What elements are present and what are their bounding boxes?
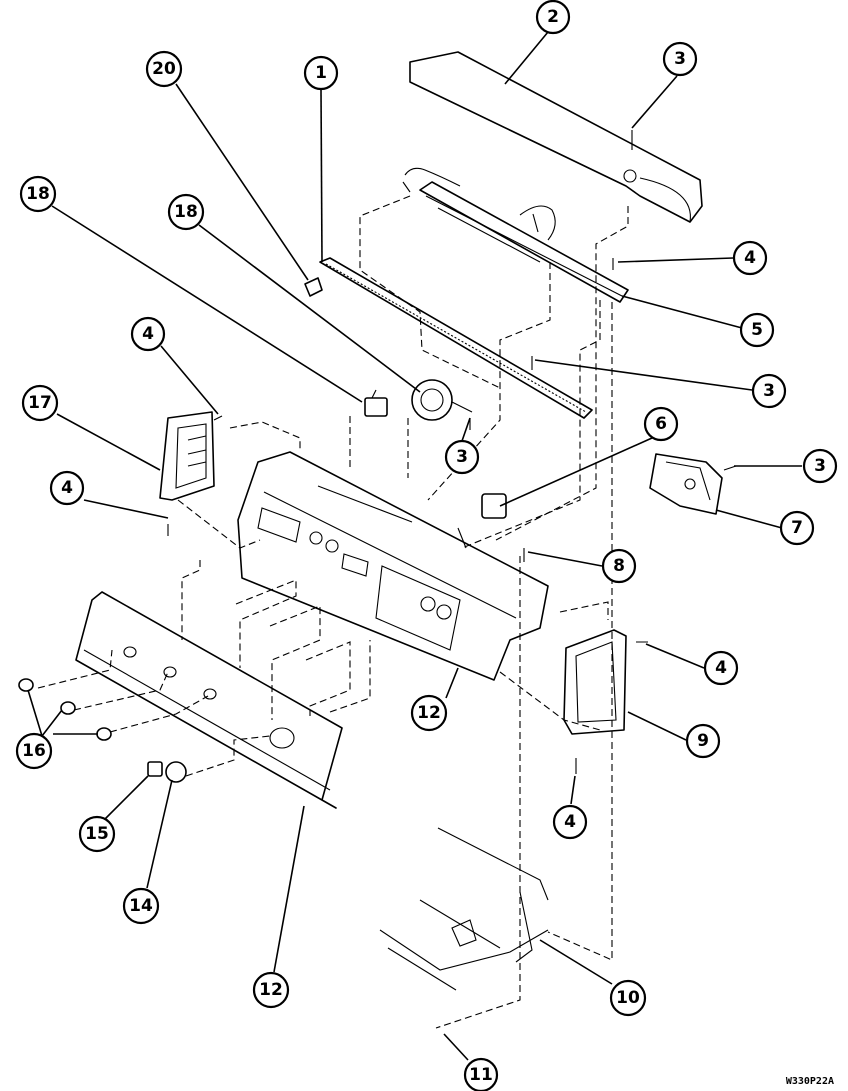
lamp-assembly [402,167,629,303]
callout-7: 7 [779,510,815,546]
callout-6: 6 [643,406,679,442]
callout-15-label: 15 [85,824,109,844]
callout-11: 11 [463,1057,499,1091]
callout-12-front-label: 12 [259,980,283,1000]
callout-1: 1 [303,55,339,91]
left-end-cap [159,411,215,501]
callout-9-label: 9 [697,731,709,751]
callout-18-right-label: 18 [174,202,198,222]
knobs [18,678,187,783]
callout-18-right: 18 [167,193,205,231]
selector-switch [457,493,507,549]
callout-10: 10 [609,979,647,1017]
callout-4-upper-left-label: 4 [142,324,154,344]
callout-12-front: 12 [252,971,290,1009]
callout-14-label: 14 [129,896,153,916]
callout-5: 5 [739,312,775,348]
callout-20: 20 [145,50,183,88]
callout-4-bottom: 4 [552,804,588,840]
callout-3-timer: 3 [802,448,838,484]
callout-1-label: 1 [315,63,327,83]
callout-4-label: 4 [744,248,756,268]
callout-11-label: 11 [469,1065,493,1085]
callout-16-label: 16 [22,741,46,761]
lamp-strip [319,257,593,419]
callout-15: 15 [78,815,116,853]
callout-14: 14 [122,887,160,925]
callout-8: 8 [601,548,637,584]
control-panel [237,451,549,681]
callout-12-panel: 12 [410,694,448,732]
callout-3-switch: 3 [444,439,480,475]
front-panel [75,591,343,809]
switch-parts [364,379,473,421]
callout-4-upper-left: 4 [130,316,166,352]
callout-4-right: 4 [703,650,739,686]
callout-6-label: 6 [655,414,667,434]
callout-20-label: 20 [152,59,176,79]
callout-7-label: 7 [791,518,803,538]
callout-12-panel-label: 12 [417,703,441,723]
callout-3-center-label: 3 [763,381,775,401]
callout-17-label: 17 [28,393,52,413]
callout-9: 9 [685,723,721,759]
callout-3: 3 [662,41,698,77]
callout-4-left: 4 [49,470,85,506]
screws [167,130,737,774]
callout-10-label: 10 [616,988,640,1008]
callout-3-label: 3 [674,49,686,69]
clip-part [304,277,323,297]
callout-18-left: 18 [19,175,57,213]
timer-part [649,453,723,515]
callout-16: 16 [15,732,53,770]
callout-3-center: 3 [751,373,787,409]
callout-2: 2 [535,0,571,35]
callout-5-label: 5 [751,320,763,340]
callout-2-label: 2 [547,7,559,27]
callout-18-left-label: 18 [26,184,50,204]
callout-17: 17 [21,384,59,422]
callout-4-left-label: 4 [61,478,73,498]
callout-3-switch-label: 3 [456,447,468,467]
base-bracket [379,827,549,991]
assembly-lines [37,195,629,1029]
callout-3-timer-label: 3 [814,456,826,476]
right-end-cap [563,629,627,735]
callout-8-label: 8 [613,556,625,576]
top-cover [409,51,703,223]
callout-4-right-label: 4 [715,658,727,678]
leader-lines [27,31,802,1061]
drawing-code: W330P22A [786,1076,834,1087]
callout-4: 4 [732,240,768,276]
callout-4-bottom-label: 4 [564,812,576,832]
